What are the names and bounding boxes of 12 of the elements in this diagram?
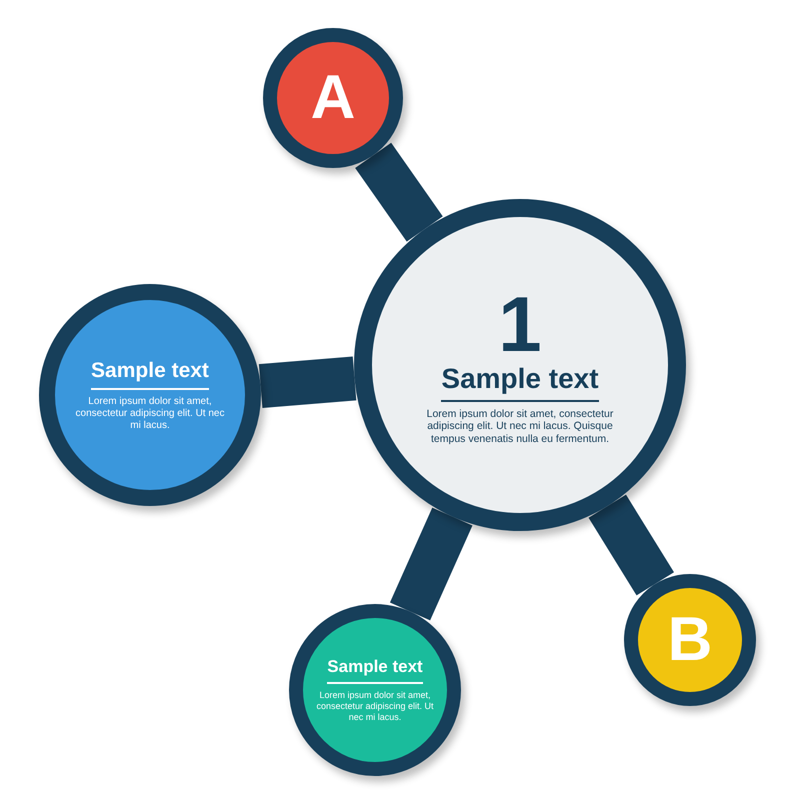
circle-letter: B xyxy=(668,609,712,671)
body-text: Lorem ipsum dolor sit amet, consectetur adipiscing elit. Ut nec mi lacus. xyxy=(75,396,225,432)
heading: Sample text xyxy=(441,362,599,402)
connector-band xyxy=(355,142,443,242)
body-text: Lorem ipsum dolor sit amet, consectetur adipiscing elit. Ut nec mi lacus. xyxy=(315,690,435,723)
step-number: 1 xyxy=(498,284,542,363)
heading: Sample text xyxy=(327,657,423,684)
body-text: Lorem ipsum dolor sit amet, consectetur adipiscing elit. Ut nec mi lacus. Quisque tempus venenatis nulla eu fermentum. xyxy=(426,408,614,446)
circle-letter: A xyxy=(310,67,356,129)
heading: Sample text xyxy=(91,358,209,390)
connector-band xyxy=(258,356,356,408)
connector-band xyxy=(390,508,472,620)
